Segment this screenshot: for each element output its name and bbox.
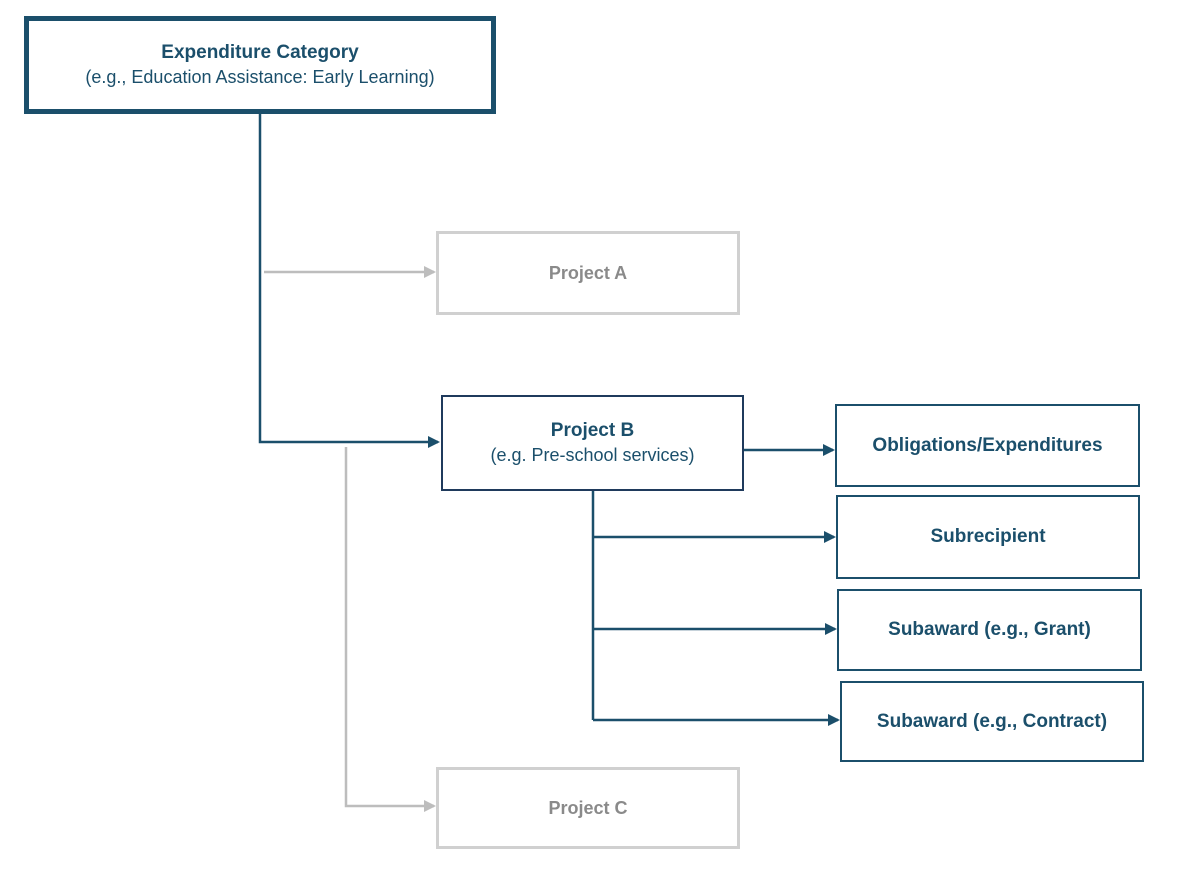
connector-root-to-project-b [258, 114, 440, 448]
obligations-expenditures-label: Obligations/Expenditures [872, 434, 1103, 456]
expenditure-category-example: (e.g., Education Assistance: Early Learn… [85, 67, 435, 87]
obligations-expenditures-box: Obligations/Expenditures [835, 404, 1140, 487]
project-a-box: Project A [436, 231, 740, 315]
project-b-title: Project B [550, 420, 635, 441]
project-b-example: (e.g. Pre-school services) [490, 445, 695, 465]
connector-to-project-c [344, 447, 436, 812]
subaward-contract-label: Subaward (e.g., Contract) [876, 710, 1108, 732]
subrecipient-box: Subrecipient [836, 495, 1140, 579]
subaward-contract-box: Subaward (e.g., Contract) [840, 681, 1144, 762]
project-c-title: Project C [548, 798, 628, 818]
subaward-grant-label: Subaward (e.g., Grant) [888, 619, 1091, 640]
project-b-box: Project B (e.g. Pre-school services) [441, 395, 744, 491]
project-c-box: Project C [436, 767, 740, 849]
project-a-title: Project A [548, 263, 628, 283]
expenditure-category-title: Expenditure Category [161, 42, 359, 63]
subaward-grant-box: Subaward (e.g., Grant) [837, 589, 1142, 671]
subrecipient-label: Subrecipient [930, 526, 1046, 547]
expenditure-category-box: Expenditure Category (e.g., Education As… [24, 16, 496, 114]
